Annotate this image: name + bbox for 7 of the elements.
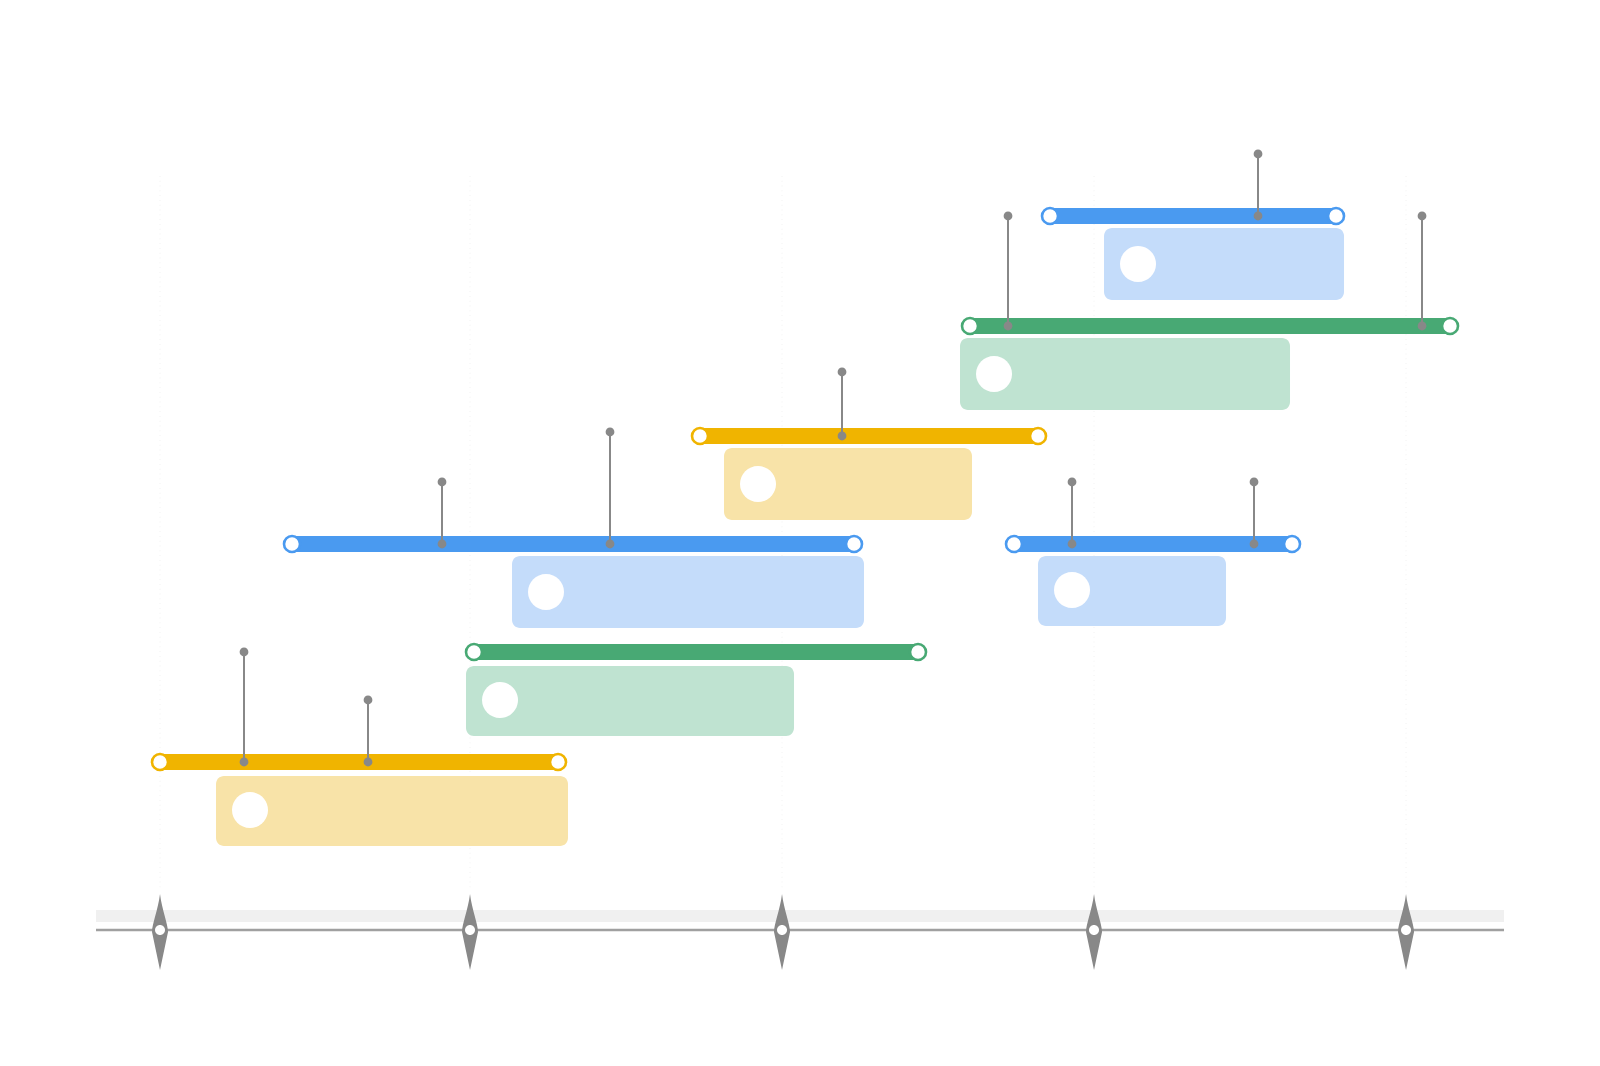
timeline-bar: [282, 534, 864, 628]
timeline-bar: [960, 316, 1460, 410]
timeline-bar: [690, 426, 1048, 520]
timeline-bar: [464, 642, 928, 736]
timeline-bar: [1004, 534, 1302, 626]
timeline-bar: [150, 752, 568, 846]
timeline-bar: [1040, 206, 1346, 300]
